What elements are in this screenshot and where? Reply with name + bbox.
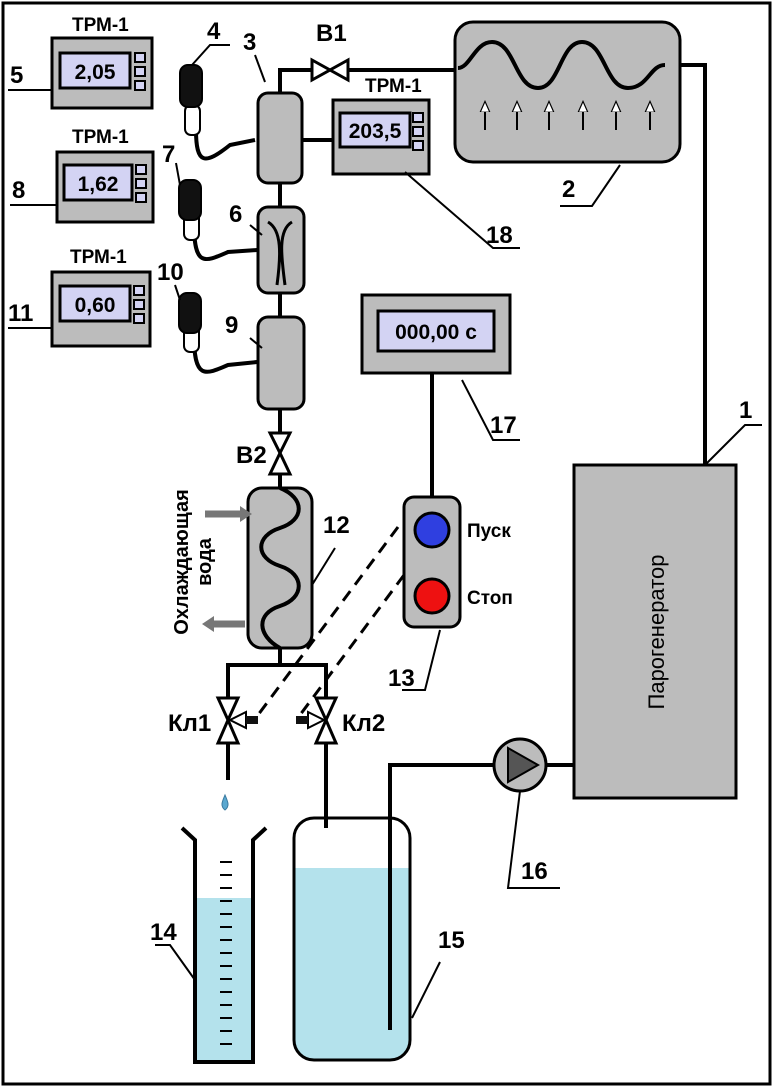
- tank-15: [292, 816, 412, 1062]
- meter-8-value: 1,62: [78, 173, 119, 196]
- label-14: 14: [150, 919, 177, 946]
- meter-18: ТРМ-1 203,5: [331, 76, 431, 176]
- start-label: Пуск: [467, 521, 511, 542]
- sensor-10: [178, 292, 202, 353]
- label-3: 3: [243, 29, 256, 56]
- heater-2: [453, 20, 682, 164]
- sensor-4: [179, 64, 203, 136]
- stop-button[interactable]: [413, 577, 451, 615]
- control-box-13: Пуск Стоп: [402, 495, 513, 629]
- unit-3: [256, 91, 304, 185]
- unit-9: [256, 315, 306, 411]
- label-12: 12: [323, 512, 350, 539]
- label-8: 8: [12, 177, 25, 204]
- meter-8: ТРМ-1 1,62: [55, 127, 155, 224]
- cooling-water-label-2: вода: [194, 537, 216, 586]
- label-7: 7: [162, 141, 175, 168]
- meter-11: ТРМ-1 0,60: [50, 247, 152, 348]
- label-17: 17: [490, 412, 517, 439]
- meter-18-title: ТРМ-1: [365, 76, 422, 97]
- valve-b2: [267, 431, 293, 476]
- label-valve-kl2: Кл2: [342, 710, 385, 737]
- meter-8-title: ТРМ-1: [72, 127, 129, 148]
- water-drop: [221, 793, 229, 811]
- valve-kl2: [296, 696, 339, 745]
- start-button[interactable]: [413, 511, 451, 549]
- meter-5: ТРМ-1 2,05: [50, 15, 154, 110]
- meter-5-value: 2,05: [75, 61, 116, 84]
- label-10: 10: [157, 259, 184, 286]
- label-5: 5: [10, 62, 23, 89]
- meter-11-title: ТРМ-1: [70, 247, 127, 268]
- label-16: 16: [521, 858, 548, 885]
- meter-5-title: ТРМ-1: [72, 15, 129, 36]
- timer-17: 000,00 с: [360, 293, 512, 375]
- meter-11-value: 0,60: [75, 294, 116, 317]
- label-13: 13: [388, 665, 415, 692]
- cooler-12: [202, 486, 314, 650]
- steam-generator-1: Парогенератор: [572, 463, 738, 800]
- sensor-7: [178, 179, 202, 241]
- label-valve-b2: В2: [236, 442, 267, 469]
- pump-16: [492, 737, 548, 793]
- label-11: 11: [8, 300, 33, 327]
- label-9: 9: [225, 312, 238, 339]
- valve-b1: [310, 57, 350, 83]
- label-4: 4: [207, 18, 221, 45]
- valve-kl1: [215, 696, 258, 745]
- unit-6: [256, 205, 306, 295]
- label-6: 6: [229, 201, 242, 228]
- label-valve-kl1: Кл1: [168, 710, 211, 737]
- label-1: 1: [739, 397, 752, 424]
- timer-display: 000,00 с: [395, 321, 477, 344]
- leader-lines: [8, 44, 762, 1019]
- label-18: 18: [486, 222, 513, 249]
- stop-label: Стоп: [467, 588, 513, 609]
- control-lines: [256, 526, 406, 716]
- meter-18-value: 203,5: [349, 120, 402, 143]
- label-valve-b1: В1: [316, 20, 347, 47]
- label-15: 15: [438, 927, 465, 954]
- cooling-water-label-1: Охлаждающая: [171, 489, 193, 635]
- measuring-cylinder-14: [180, 826, 268, 1064]
- label-2: 2: [562, 176, 575, 203]
- steam-generator-label: Парогенератор: [644, 555, 669, 710]
